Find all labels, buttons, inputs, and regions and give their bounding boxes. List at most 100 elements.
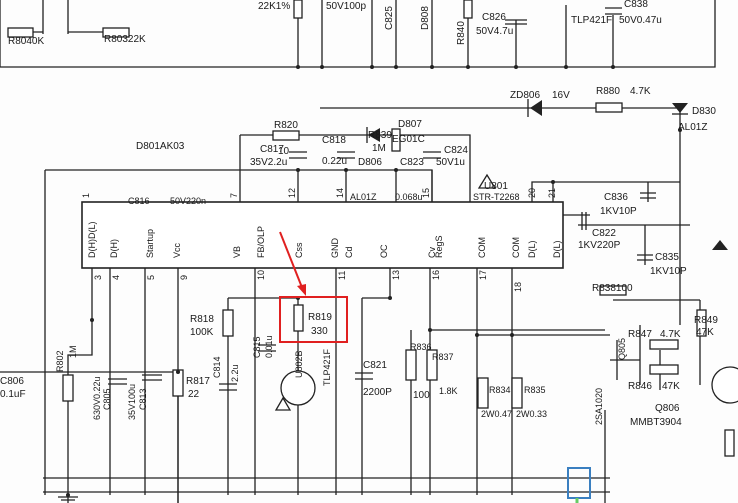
label: AL01Z xyxy=(678,122,707,133)
label: R840 xyxy=(456,21,467,45)
label: R835 xyxy=(524,385,546,395)
ic-pin-label: Cv xyxy=(427,247,437,258)
ic-pin-label: OC xyxy=(379,244,389,258)
label: C806 xyxy=(0,376,24,387)
ic-pin-number: 13 xyxy=(391,270,401,280)
label: 10 xyxy=(278,146,290,157)
label: D801AK03 xyxy=(136,141,185,152)
label: C822 xyxy=(592,228,616,239)
label: 47K xyxy=(662,381,680,392)
ic-pin-label: VB xyxy=(232,246,242,258)
ic-pin-label: Cd xyxy=(344,246,354,258)
label: R838100 xyxy=(592,283,633,294)
label: C815 xyxy=(252,336,262,358)
label: R834 xyxy=(489,385,511,395)
ic-pin-number: 3 xyxy=(93,275,103,280)
label: 100K xyxy=(190,327,214,338)
ic-pin-number: 4 xyxy=(111,275,121,280)
ic-pin-label: Css xyxy=(294,242,304,258)
label: 50V100p xyxy=(326,1,366,12)
ic-pin-label: D(H) xyxy=(109,239,119,258)
label: R839 xyxy=(368,130,392,141)
ic-pin-label: RegS xyxy=(434,235,444,258)
ic-pin-label: FB/OLP xyxy=(256,226,266,258)
ic-pin-number: 5 xyxy=(146,275,156,280)
label: C821 xyxy=(363,360,387,371)
label: 35V2.2u xyxy=(250,157,287,168)
ic-pin-number: 17 xyxy=(478,270,488,280)
label: STR-T2268 xyxy=(473,192,520,202)
label: R846 xyxy=(628,381,652,392)
label: 2SA1020 xyxy=(594,388,604,425)
label: C818 xyxy=(322,135,346,146)
label: 0.1uF xyxy=(0,389,26,400)
label: C805 xyxy=(102,388,112,410)
label: 0.22u xyxy=(322,156,347,167)
label: 4.7K xyxy=(630,86,651,97)
label: Q805 xyxy=(617,338,627,360)
label: C823 xyxy=(400,157,424,168)
label: R80322K xyxy=(104,34,146,45)
label: 0.01u xyxy=(264,335,274,358)
ic-pin-number: 7 xyxy=(229,193,239,198)
ic-pin-label: D(L) xyxy=(552,240,562,258)
label: 2200P xyxy=(363,387,392,398)
label: 0.068u xyxy=(395,192,423,202)
label: 1M xyxy=(68,345,78,358)
label: 1KV220P xyxy=(578,240,621,251)
lower-wiring xyxy=(0,268,738,503)
label: 2W0.47 xyxy=(481,409,512,419)
label: 4.7K xyxy=(660,329,681,340)
label: 630V0.22u xyxy=(92,376,102,420)
label: 2.2u xyxy=(230,364,240,382)
label: R847 xyxy=(628,329,652,340)
label: C826 xyxy=(482,12,506,23)
label: 100 xyxy=(413,390,430,401)
component-labels: R820 10 D807 EG01C ZD806 16V R880 4.7K D… xyxy=(0,86,718,428)
ic-pin-label: D(H)D(L) xyxy=(87,222,97,259)
ic-pin-number: 20 xyxy=(527,188,537,198)
ic-pin-number: 12 xyxy=(287,188,297,198)
label: 50V0.47u xyxy=(619,15,662,26)
highlight-annotation xyxy=(279,231,348,343)
label: R8040K xyxy=(8,36,44,47)
ic-pin-number: 9 xyxy=(179,275,189,280)
ic-pin-label: COM xyxy=(477,237,487,258)
label: C825 xyxy=(384,6,395,30)
label: 35V100u xyxy=(127,384,137,420)
label: R820 xyxy=(274,120,298,131)
label: R818 xyxy=(190,314,214,325)
label: C816 xyxy=(128,196,150,206)
warning-icon xyxy=(477,173,497,189)
label: D807 xyxy=(398,119,422,130)
label: C835 xyxy=(655,252,679,263)
ic-pin-label: D(L) xyxy=(527,240,537,258)
highlight-box xyxy=(279,296,348,343)
label: 22K1% xyxy=(258,1,290,12)
label: EG01C xyxy=(392,134,425,145)
label: C814 xyxy=(212,356,222,378)
warning-icon xyxy=(274,396,292,411)
ic-pin-number: 10 xyxy=(256,270,266,280)
label: D808 xyxy=(420,6,431,30)
label: R880 xyxy=(596,86,620,97)
label: 1KV10P xyxy=(600,206,637,217)
ic-pin-label: COM xyxy=(511,237,521,258)
label: 1M xyxy=(372,143,386,154)
ic-pin-number: 14 xyxy=(335,188,345,198)
label: 50V4.7u xyxy=(476,26,513,37)
label: 16V xyxy=(552,90,570,101)
label: 330 xyxy=(311,326,328,337)
label: D830 xyxy=(692,106,716,117)
ic-pin-number: 11 xyxy=(337,271,347,280)
label: 50V220n xyxy=(170,196,206,206)
label: C824 xyxy=(444,145,468,156)
ic-pin-number: 21 xyxy=(547,188,557,198)
label: C813 xyxy=(138,388,148,410)
top-circuit: 22K1% 50V100p C825 D808 R840 C826 50V4.7… xyxy=(0,0,716,69)
ic-pin-number: 18 xyxy=(513,282,523,292)
label: 1.8K xyxy=(439,386,458,396)
label: C836 xyxy=(604,192,628,203)
